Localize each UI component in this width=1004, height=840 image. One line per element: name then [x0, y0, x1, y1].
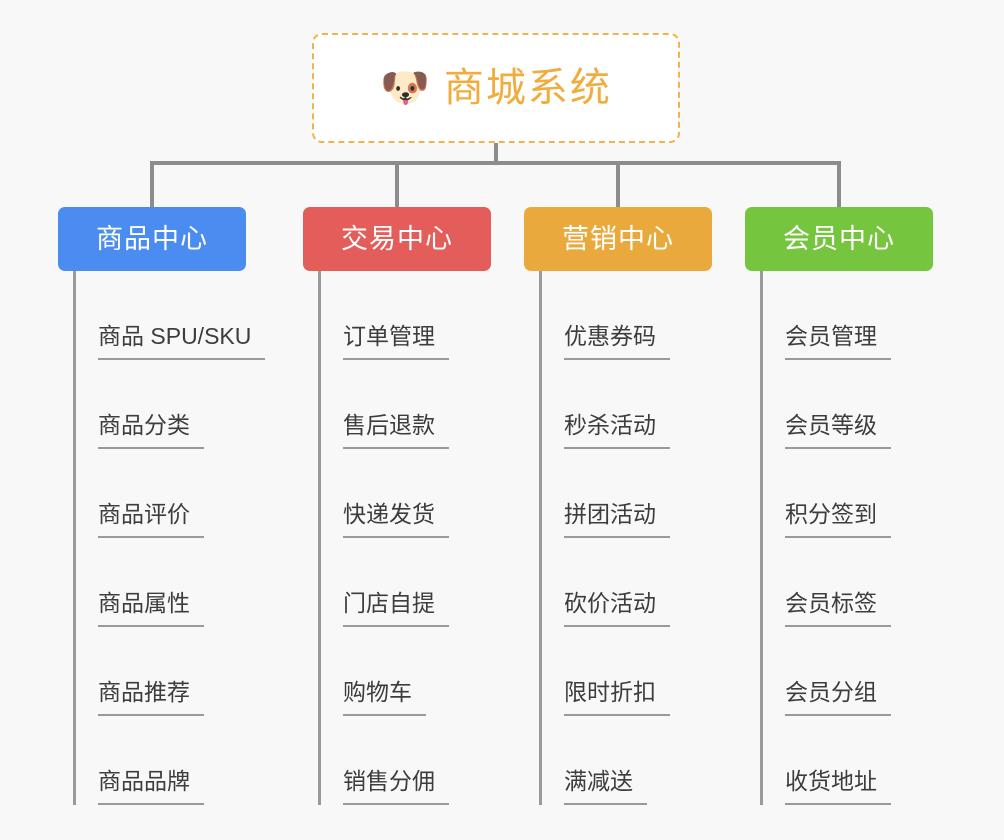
leaf-item-label: 会员等级	[785, 414, 891, 449]
category-header-label: 商品中心	[96, 223, 208, 254]
leaf-item[interactable]: 商品推荐	[76, 627, 313, 716]
category-column-1: 交易中心订单管理售后退款快递发货门店自提购物车销售分佣	[303, 207, 558, 805]
leaf-list-0: 商品 SPU/SKU 商品分类商品评价商品属性商品推荐商品品牌	[73, 271, 313, 805]
leaf-item-label: 订单管理	[343, 325, 449, 360]
leaf-item-label: 商品分类	[98, 414, 204, 449]
leaf-item[interactable]: 售后退款	[321, 360, 558, 449]
root-node-title: 商城系统	[443, 66, 612, 110]
leaf-item[interactable]: 会员等级	[763, 360, 1000, 449]
leaf-item[interactable]: 购物车	[321, 627, 558, 716]
leaf-item-label: 收货地址	[785, 770, 891, 805]
leaf-list-2: 优惠券码秒杀活动拼团活动砍价活动限时折扣满减送	[539, 271, 779, 805]
category-header-0[interactable]: 商品中心	[58, 207, 246, 271]
leaf-item-label: 快递发货	[343, 503, 449, 538]
leaf-item-label: 会员分组	[785, 681, 891, 716]
leaf-item[interactable]: 商品 SPU/SKU	[76, 271, 313, 360]
leaf-item-label: 优惠券码	[564, 325, 670, 360]
leaf-item[interactable]: 商品品牌	[76, 716, 313, 805]
leaf-item[interactable]: 商品属性	[76, 538, 313, 627]
leaf-item-label: 门店自提	[343, 592, 449, 627]
connector-drop-0	[150, 161, 154, 209]
leaf-item[interactable]: 订单管理	[321, 271, 558, 360]
leaf-item[interactable]: 砍价活动	[542, 538, 779, 627]
leaf-item-label: 商品评价	[98, 503, 204, 538]
connector-drop-2	[616, 161, 620, 209]
leaf-item[interactable]: 快递发货	[321, 449, 558, 538]
category-header-label: 营销中心	[562, 223, 674, 254]
leaf-item[interactable]: 商品分类	[76, 360, 313, 449]
leaf-item-label: 满减送	[564, 770, 647, 805]
leaf-item-label: 售后退款	[343, 414, 449, 449]
leaf-item-label: 拼团活动	[564, 503, 670, 538]
category-header-3[interactable]: 会员中心	[745, 207, 933, 271]
category-header-label: 交易中心	[341, 223, 453, 254]
leaf-item[interactable]: 优惠券码	[542, 271, 779, 360]
leaf-item[interactable]: 销售分佣	[321, 716, 558, 805]
connector-root-stem	[494, 143, 498, 165]
leaf-item-label: 砍价活动	[564, 592, 670, 627]
category-header-2[interactable]: 营销中心	[524, 207, 712, 271]
leaf-item[interactable]: 限时折扣	[542, 627, 779, 716]
category-header-label: 会员中心	[783, 223, 895, 254]
leaf-item[interactable]: 会员标签	[763, 538, 1000, 627]
leaf-item-label: 商品属性	[98, 592, 204, 627]
category-header-1[interactable]: 交易中心	[303, 207, 491, 271]
leaf-list-1: 订单管理售后退款快递发货门店自提购物车销售分佣	[318, 271, 558, 805]
connector-drop-3	[837, 161, 841, 209]
leaf-item-label: 商品品牌	[98, 770, 204, 805]
leaf-item[interactable]: 商品评价	[76, 449, 313, 538]
root-node-shop-system[interactable]: 🐶 商城系统	[312, 33, 680, 143]
leaf-item-label: 限时折扣	[564, 681, 670, 716]
leaf-item[interactable]: 会员管理	[763, 271, 1000, 360]
leaf-item-label: 会员管理	[785, 325, 891, 360]
leaf-item[interactable]: 秒杀活动	[542, 360, 779, 449]
leaf-item[interactable]: 会员分组	[763, 627, 1000, 716]
leaf-item-label: 销售分佣	[343, 770, 449, 805]
category-column-3: 会员中心会员管理会员等级积分签到会员标签会员分组收货地址	[745, 207, 1000, 805]
leaf-item-label: 商品 SPU/SKU	[98, 325, 266, 360]
leaf-item-label: 积分签到	[785, 503, 891, 538]
category-column-0: 商品中心商品 SPU/SKU 商品分类商品评价商品属性商品推荐商品品牌	[58, 207, 313, 805]
leaf-item[interactable]: 积分签到	[763, 449, 1000, 538]
leaf-item[interactable]: 门店自提	[321, 538, 558, 627]
connector-horizontal-bus	[150, 161, 840, 165]
leaf-item[interactable]: 拼团活动	[542, 449, 779, 538]
leaf-item[interactable]: 收货地址	[763, 716, 1000, 805]
leaf-item-label: 会员标签	[785, 592, 891, 627]
leaf-item-label: 秒杀活动	[564, 414, 670, 449]
connector-drop-1	[395, 161, 399, 209]
leaf-item-label: 商品推荐	[98, 681, 204, 716]
leaf-item[interactable]: 满减送	[542, 716, 779, 805]
leaf-item-label: 购物车	[343, 681, 426, 716]
shiba-dog-icon: 🐶	[380, 66, 430, 110]
leaf-list-3: 会员管理会员等级积分签到会员标签会员分组收货地址	[760, 271, 1000, 805]
category-column-2: 营销中心优惠券码秒杀活动拼团活动砍价活动限时折扣满减送	[524, 207, 779, 805]
